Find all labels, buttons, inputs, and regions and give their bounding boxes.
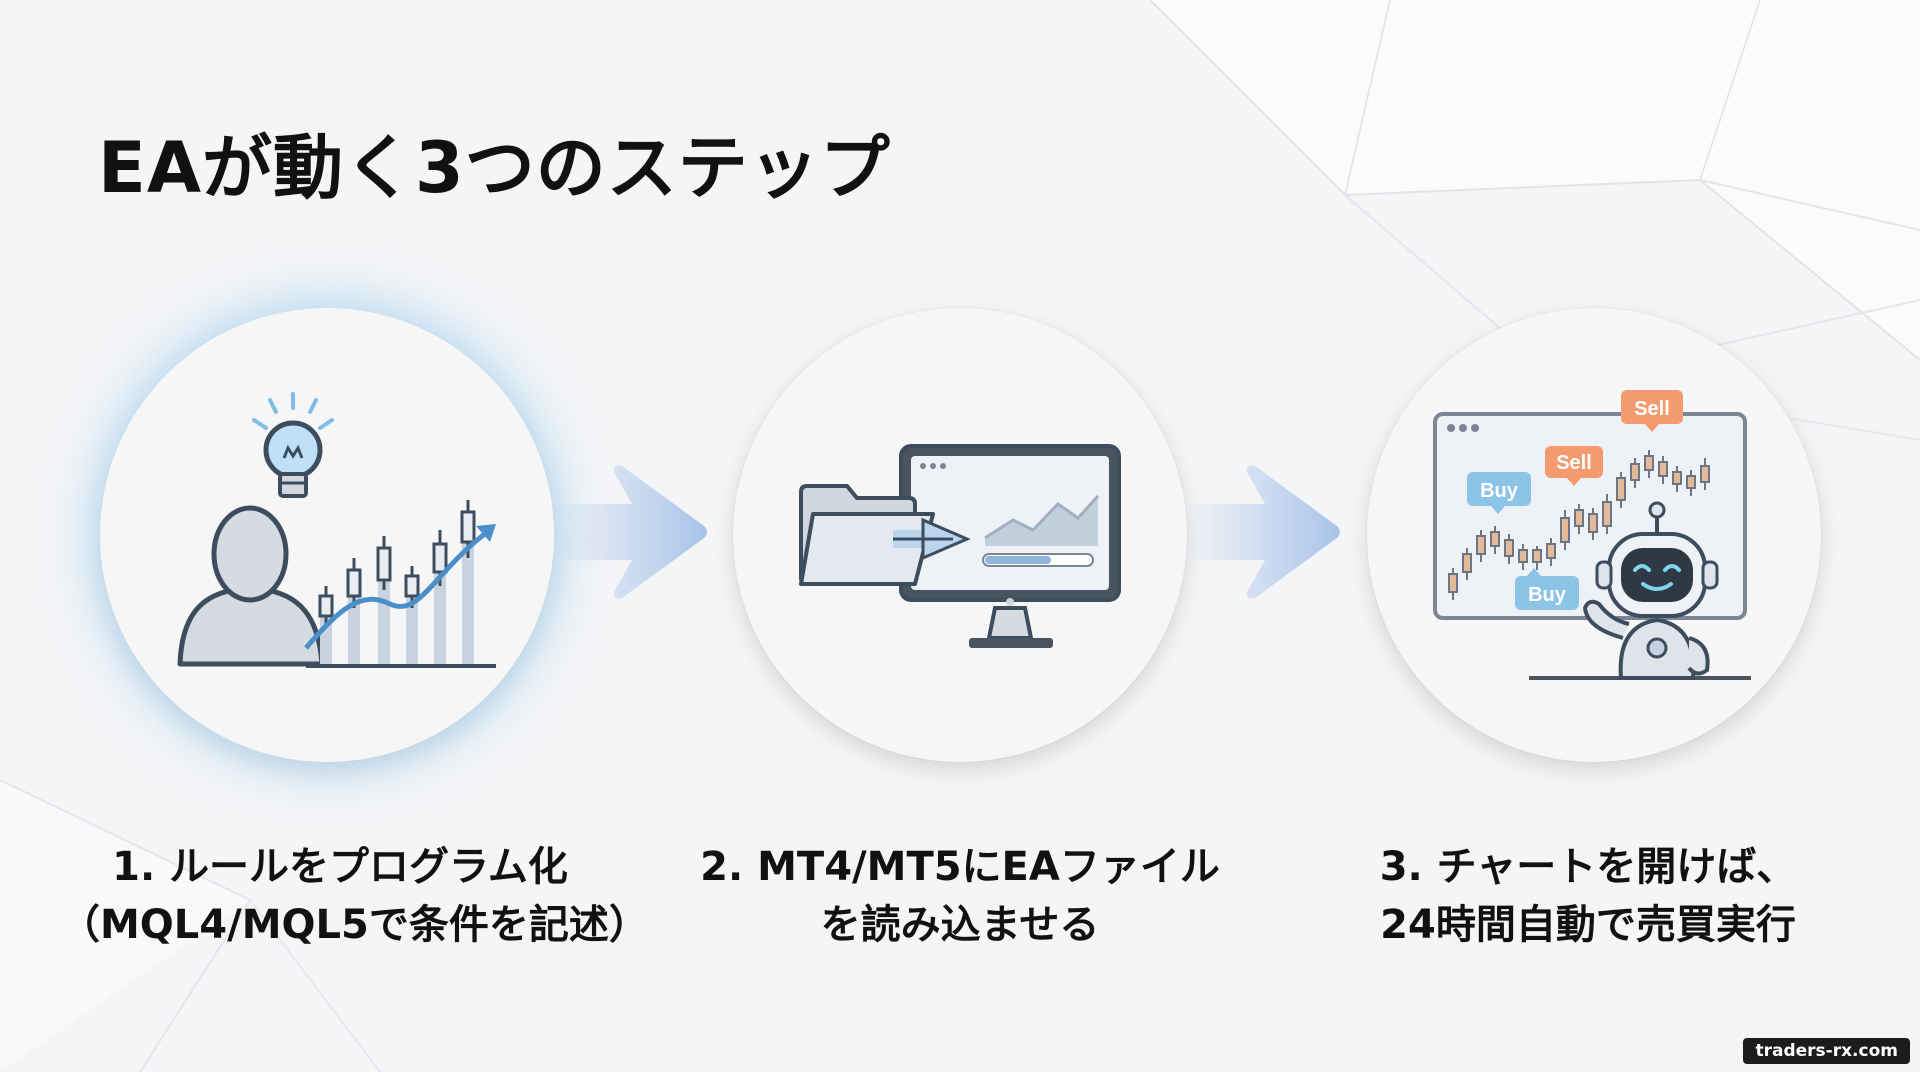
buy-tag-label: Buy	[1480, 480, 1519, 502]
step-3-circle: Sell Sell Buy Buy	[1367, 308, 1821, 762]
folder-to-monitor-icon	[799, 444, 1121, 648]
sell-tag-label: Sell	[1556, 452, 1592, 474]
step-3-caption: 3. チャートを開けば、 24時間自動で売買実行	[1308, 838, 1868, 954]
step-3-caption-line1: 3. チャートを開けば、	[1379, 844, 1797, 890]
step-2-caption-line1: 2. MT4/MT5にEAファイル	[700, 844, 1220, 890]
robot-trading-chart-icon: Sell Sell Buy Buy	[1433, 390, 1751, 680]
step-1-circle	[100, 308, 554, 762]
sell-tag: Sell	[1545, 446, 1603, 486]
buy-tag: Buy	[1515, 568, 1579, 610]
step-1-caption-line1: 1. ルールをプログラム化	[112, 844, 568, 890]
step-3-caption-line2: 24時間自動で売買実行	[1380, 902, 1796, 948]
step-2-caption: 2. MT4/MT5にEAファイル を読み込ませる	[680, 838, 1240, 954]
watermark-label: traders-rx.com	[1743, 1038, 1910, 1064]
step-1-caption-line2: （MQL4/MQL5で条件を記述）	[60, 902, 649, 948]
step-2-circle	[733, 308, 1187, 762]
buy-tag: Buy	[1467, 472, 1531, 514]
person-lightbulb-chart-icon	[177, 392, 496, 668]
step-arrow-icon	[552, 465, 707, 599]
step-1-caption: 1. ルールをプログラム化 （MQL4/MQL5で条件を記述）	[60, 838, 649, 954]
page-title: EAが動く3つのステップ	[98, 127, 891, 209]
step-2-caption-line2: を読み込ませる	[820, 902, 1100, 948]
step-arrow-icon	[1185, 465, 1340, 599]
sell-tag-label: Sell	[1634, 398, 1670, 420]
buy-tag-label: Buy	[1528, 584, 1567, 606]
sell-tag: Sell	[1621, 390, 1683, 432]
